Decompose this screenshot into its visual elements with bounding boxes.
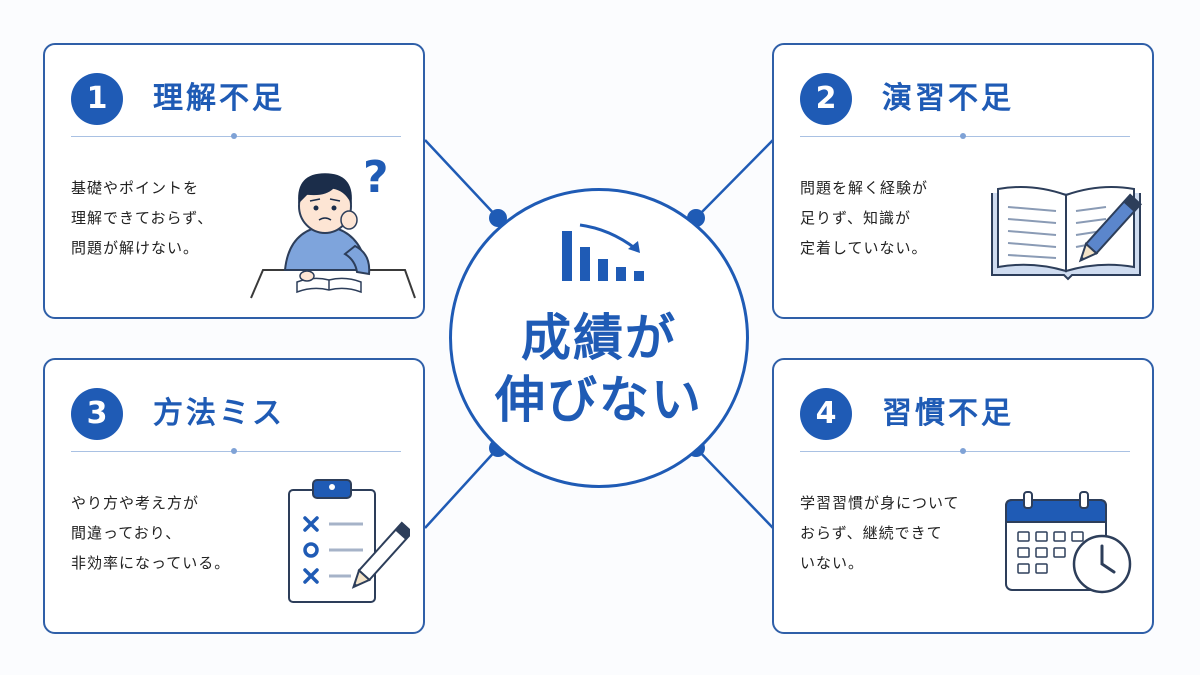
card-number-badge: 1: [71, 73, 123, 125]
card-title: 理解不足: [153, 81, 285, 116]
center-title-line-1: 成績が: [521, 309, 677, 367]
card-title: 習慣不足: [882, 396, 1014, 431]
calendar-clock-icon: [1005, 491, 1132, 594]
card-divider: [71, 448, 401, 454]
card-divider: [800, 448, 1130, 454]
card-description: 基礎やポイントを 理解できておらず、 問題が解けない。: [71, 173, 261, 263]
open-book-pencil-icon: [991, 186, 1142, 281]
card-number-badge: 2: [800, 73, 852, 125]
svg-text:?: ?: [363, 152, 389, 203]
cause-card-2: 2 演習不足 問題を解く経験が 足りず、知識が 定着していない。: [772, 43, 1154, 319]
description-line: 問題が解けない。: [71, 239, 200, 257]
declining-bar-chart-icon: [562, 223, 644, 281]
connector-2: [695, 139, 774, 219]
description-line: 問題を解く経験が: [800, 179, 929, 197]
description-line: 非効率になっている。: [71, 554, 231, 572]
cause-card-4: 4 習慣不足 学習習慣が身について おらず、継続できて いない。: [772, 358, 1154, 634]
card-number-badge: 3: [71, 388, 123, 440]
card-description: 学習習慣が身について おらず、継続できて いない。: [800, 488, 990, 578]
card-number-badge: 4: [800, 388, 852, 440]
cause-card-3: 3 方法ミス やり方や考え方が 間違っており、 非効率になっている。: [43, 358, 425, 634]
description-line: 基礎やポイントを: [71, 179, 200, 197]
card-title: 演習不足: [882, 81, 1014, 116]
description-line: 理解できておらず、: [71, 209, 214, 227]
center-topic-circle: 成績が 伸びない: [449, 188, 749, 488]
cause-card-1: 1 理解不足 基礎やポイントを 理解できておらず、 問題が解けない。 ?: [43, 43, 425, 319]
clipboard-checklist-icon: [288, 479, 410, 603]
description-line: おらず、継続できて: [800, 524, 943, 542]
card-description: 問題を解く経験が 足りず、知識が 定着していない。: [800, 173, 990, 263]
description-line: 間違っており、: [71, 524, 182, 542]
connector-1: [424, 139, 499, 219]
description-line: やり方や考え方が: [71, 494, 200, 512]
connector-3: [424, 447, 499, 529]
connector-4: [695, 447, 774, 529]
description-line: 学習習慣が身について: [800, 494, 960, 512]
description-line: 定着していない。: [800, 239, 928, 257]
card-title: 方法ミス: [153, 396, 285, 431]
card-description: やり方や考え方が 間違っており、 非効率になっている。: [71, 488, 261, 578]
description-line: 足りず、知識が: [800, 209, 911, 227]
confused-student-icon: ?: [250, 152, 416, 299]
description-line: いない。: [800, 554, 865, 572]
card-divider: [71, 133, 401, 139]
card-divider: [800, 133, 1130, 139]
center-title-line-2: 伸びない: [495, 371, 703, 429]
